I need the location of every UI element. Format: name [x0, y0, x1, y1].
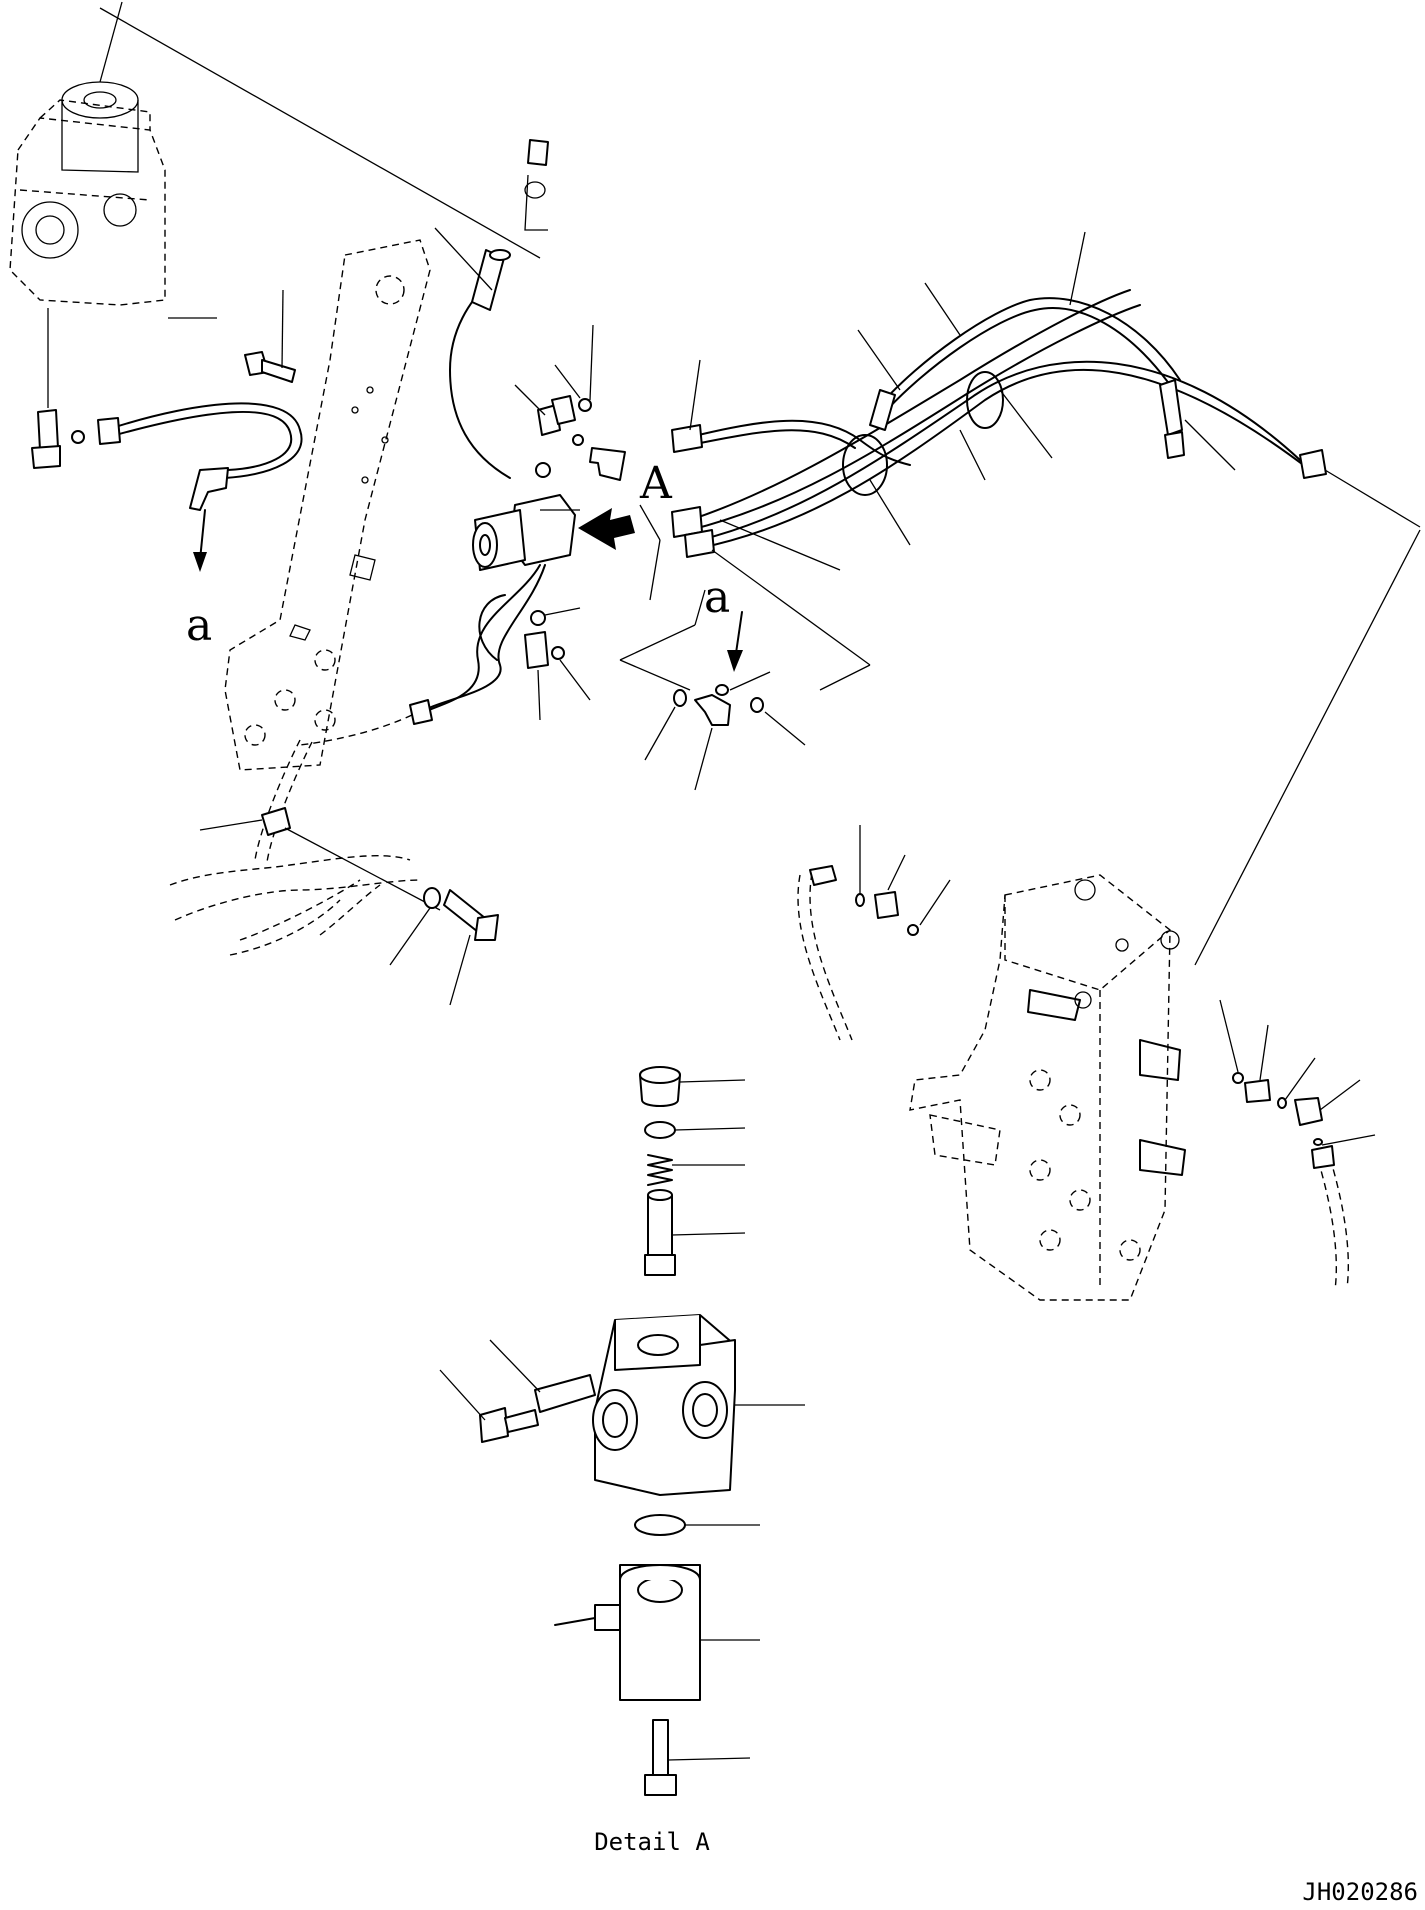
- detail-caption: Detail A: [594, 1828, 710, 1856]
- control-valve: [797, 865, 1186, 1301]
- connection-marker-right: a: [704, 572, 743, 672]
- drawing-number: JH020286: [1302, 1878, 1418, 1906]
- solenoid-valve-assembly: [99, 7, 576, 746]
- connection-label-right: a: [704, 572, 730, 623]
- valve-inlet-fittings: [855, 825, 951, 936]
- tee-fitting-group: [644, 671, 806, 791]
- connection-label-left: a: [186, 600, 212, 651]
- mounting-bracket: [224, 239, 431, 771]
- view-arrow-label: A: [639, 458, 673, 509]
- flange-bolt: [244, 289, 296, 383]
- view-arrow: A: [578, 458, 673, 550]
- hose-bundle: [671, 231, 1421, 571]
- leader-lines: [619, 529, 1421, 966]
- harness-clamp: [169, 739, 499, 1006]
- detail-a-exploded-view: [439, 1066, 805, 1796]
- valve-outlet-fittings: [1219, 999, 1376, 1291]
- pump-assembly: [9, 1, 166, 306]
- left-hose: [31, 308, 303, 572]
- valve-fittings: [514, 324, 626, 721]
